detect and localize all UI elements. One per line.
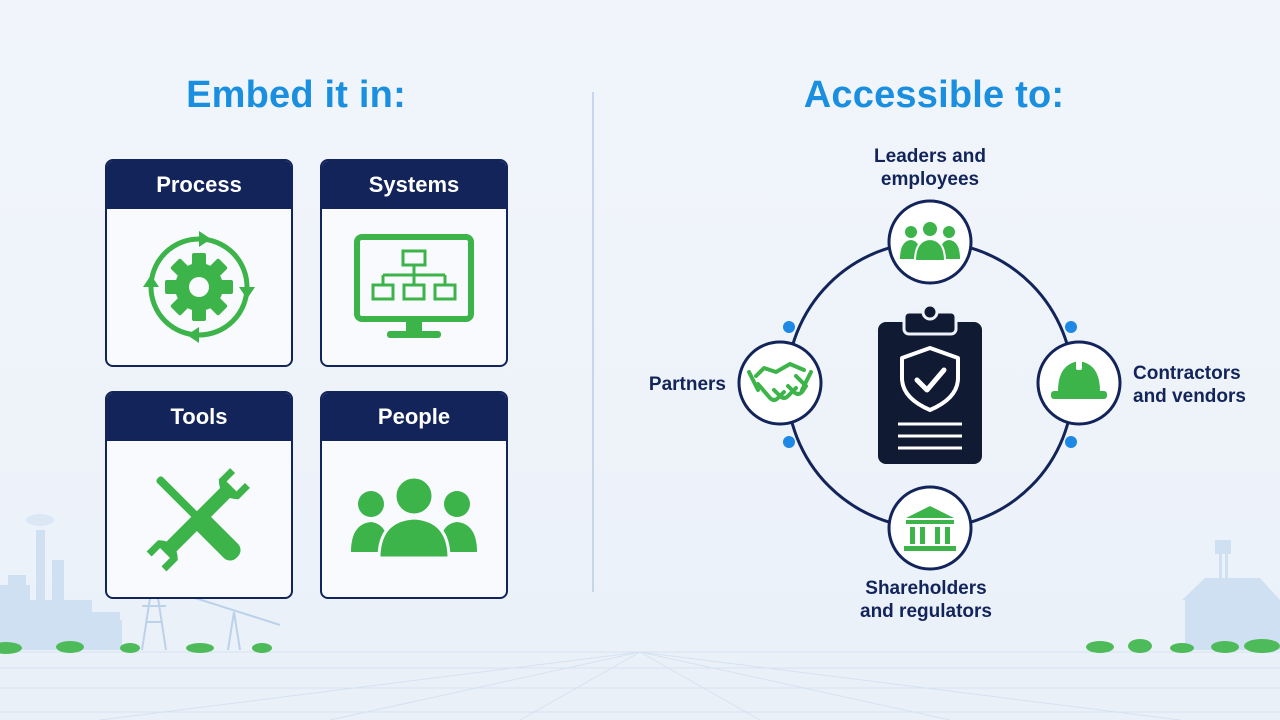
- monitor-hierarchy-icon: [354, 234, 474, 338]
- clipboard-shield-check-icon: [878, 303, 982, 464]
- node-partners-circle: [737, 340, 823, 426]
- embed-section-title: Embed it in:: [186, 74, 406, 116]
- card-tools-label: Tools: [107, 393, 291, 441]
- factory-skyline: [0, 514, 122, 650]
- card-systems: Systems: [320, 159, 508, 367]
- handshake-icon: [747, 362, 813, 402]
- group-icon: [900, 220, 960, 262]
- stakeholder-cycle-diagram: [737, 199, 1122, 571]
- node-shareholders-label: Shareholders and regulators: [860, 578, 992, 622]
- node-contractors-label: Contractors and vendors: [1133, 363, 1246, 407]
- card-systems-label: Systems: [322, 161, 506, 209]
- wrench-screwdriver-icon: [146, 468, 250, 572]
- green-bushes: [0, 639, 1280, 654]
- floor-grid: [0, 651, 1280, 720]
- card-process-label: Process: [107, 161, 291, 209]
- section-divider: [592, 92, 594, 592]
- card-tools: Tools: [105, 391, 293, 599]
- hard-hat-icon: [1051, 358, 1107, 399]
- node-leaders-label: Leaders and employees: [874, 146, 986, 190]
- bank-building-icon: [904, 506, 956, 551]
- access-section-title: Accessible to:: [803, 74, 1065, 116]
- gear-cycle-icon: [143, 231, 255, 343]
- card-process: Process: [105, 159, 293, 367]
- card-people-label: People: [322, 393, 506, 441]
- card-people: People: [320, 391, 508, 599]
- node-partners-label: Partners: [648, 374, 726, 395]
- cycle-connector-dots: [783, 321, 1077, 448]
- people-group-icon: [351, 475, 477, 560]
- node-shareholders-circle: [887, 485, 973, 571]
